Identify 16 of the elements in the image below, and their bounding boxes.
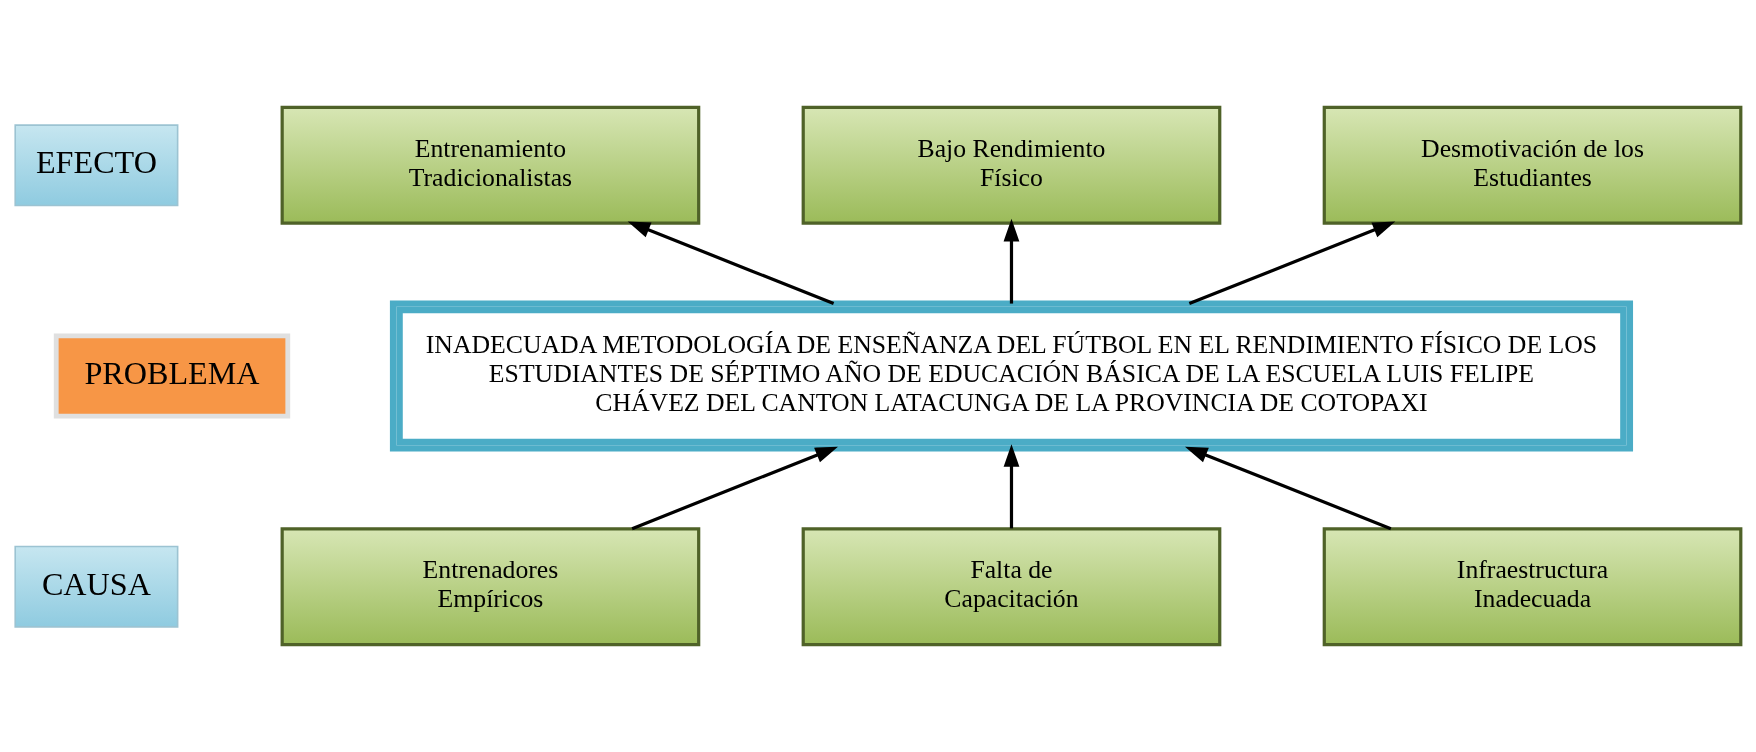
arrow <box>1003 218 1020 304</box>
node-box: Bajo Rendimiento Físico <box>801 105 1222 225</box>
arrow <box>1003 444 1020 529</box>
node-box: Infraestructura Inadecuada <box>1322 527 1743 647</box>
node-box: CAUSA <box>14 545 179 628</box>
node-box: INADECUADA METODOLOGÍA DE ENSEÑANZA DEL FÚTBOL EN EL RENDIMIENTO FÍSICO DE LOS ESTUDIANTES DE SÉPTIMO AÑO DE EDUCACIÓN BÁSICA DE LA ESCUELA LUIS FELIPE CHÁVEZ DEL CANTON LATACUNGA DE LA PROVINCIA DE COTOPAXI <box>389 300 1634 452</box>
arrow <box>627 221 835 306</box>
arrow <box>631 446 838 531</box>
arrow <box>1185 446 1392 531</box>
node-box: EFECTO <box>14 124 179 207</box>
node-box: Entrenamiento Tradicionalistas <box>280 105 701 225</box>
node-box: PROBLEMA <box>53 333 291 419</box>
node-box: Desmotivación de los Estudiantes <box>1322 105 1743 225</box>
node-box: Entrenadores Empíricos <box>280 527 701 647</box>
node-box: Falta de Capacitación <box>801 527 1222 647</box>
arrow <box>1188 221 1396 306</box>
